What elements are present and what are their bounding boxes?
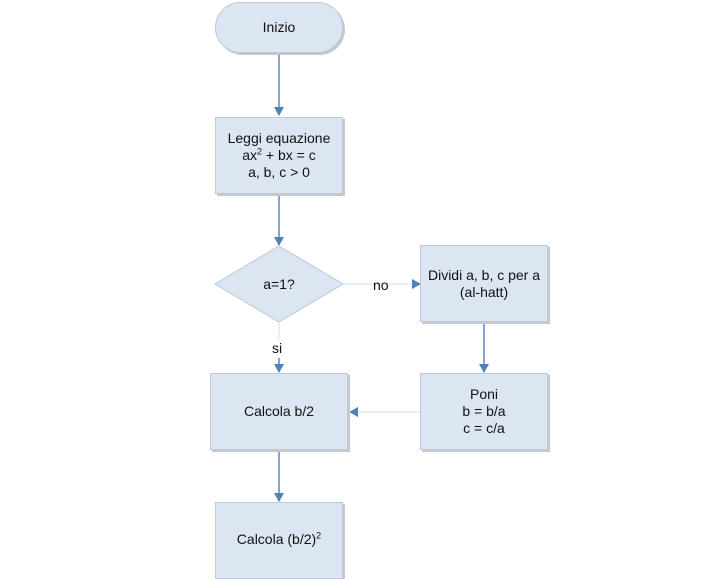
square-node: Calcola (b/2)2 (215, 502, 343, 579)
decision-label: a=1? (263, 276, 295, 292)
flowchart-connectors (214, 53, 489, 502)
start-label: Inizio (262, 19, 296, 35)
read-equation-node: Leggi equazione ax2 + bx = c a, b, c > 0 (215, 117, 343, 194)
start-node: Inizio (215, 2, 343, 53)
divide-node: Dividi a, b, c per a (al-hatt) (420, 245, 548, 322)
half-b-label: Calcola b/2 (243, 403, 315, 419)
read-line-2: ax2 + bx = c (242, 146, 316, 163)
edge-label-no: no (373, 277, 389, 293)
half-b-node: Calcola b/2 (210, 373, 348, 450)
read-line-3: a, b, c > 0 (248, 164, 310, 180)
assign-node: Poni b = b/a c = c/a (420, 373, 548, 450)
assign-line-3: c = c/a (463, 420, 505, 436)
divide-line-2: (al-hatt) (459, 283, 509, 300)
edge-label-yes: si (272, 340, 283, 356)
divide-line-1: Dividi a, b, c per a (427, 266, 541, 283)
read-line-1: Leggi equazione (227, 130, 331, 146)
assign-line-1: Poni (469, 386, 499, 402)
assign-line-2: b = b/a (462, 403, 506, 419)
